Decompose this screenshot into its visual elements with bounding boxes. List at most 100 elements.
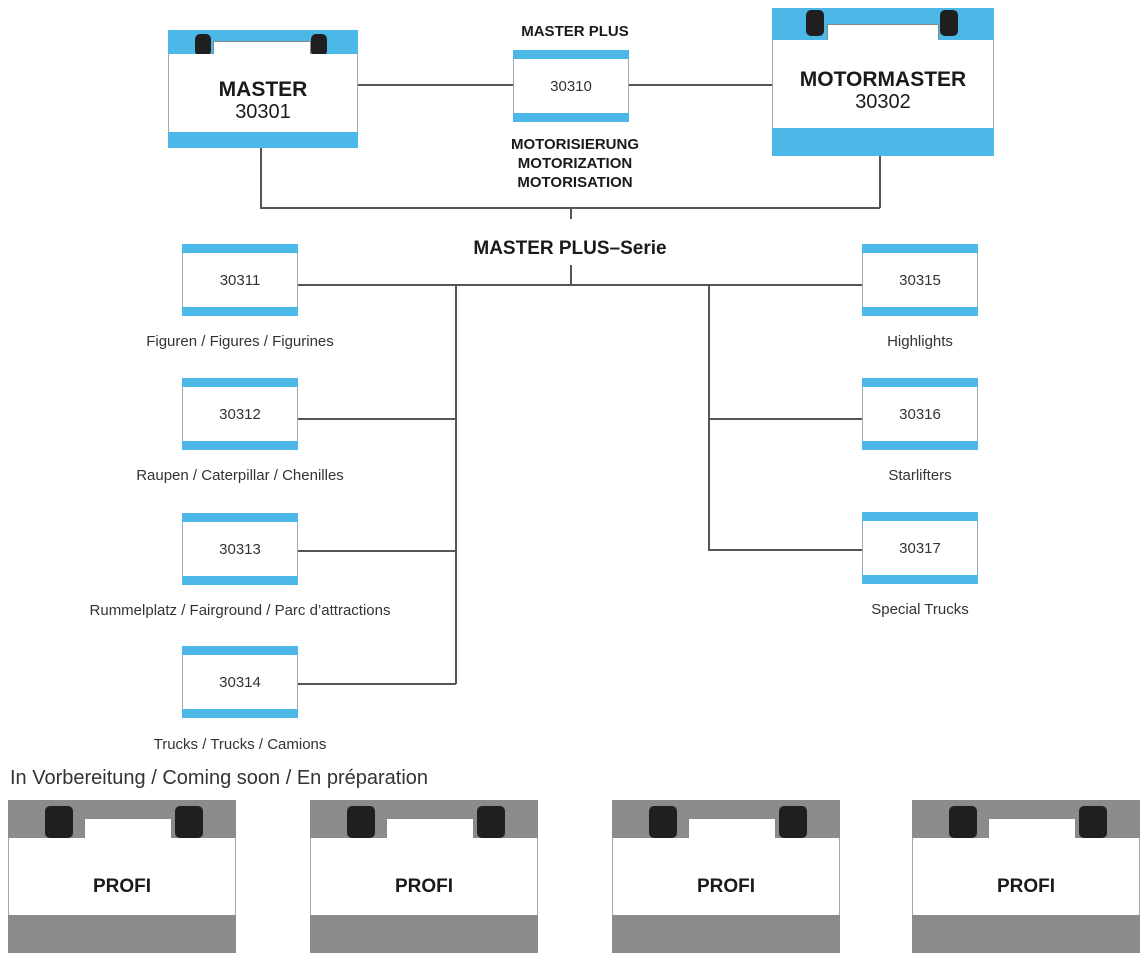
module-bottom-bar [862, 307, 978, 316]
profi-case-base [8, 915, 236, 953]
module-30314: 30314 [182, 646, 298, 718]
profi-label: PROFI [92, 876, 152, 897]
module-code: 30316 [862, 387, 978, 441]
master-plus-module: 30310 [513, 50, 629, 122]
motormaster-case-base [772, 128, 994, 156]
profi-case-body [912, 838, 1140, 915]
module-30316: 30316 [862, 378, 978, 450]
profi-case-base [912, 915, 1140, 953]
profi-case-2: PROFI [310, 800, 538, 953]
module-top-bar [513, 50, 629, 59]
profi-case-3: PROFI [612, 800, 840, 953]
profi-label: PROFI [394, 876, 454, 897]
module-bottom-bar [182, 576, 298, 585]
motorization-line-en: MOTORIZATION [517, 155, 633, 172]
connector-master-down [260, 148, 262, 208]
module-top-bar [182, 244, 298, 253]
latch-icon [347, 806, 375, 838]
motormaster-case: MOTORMASTER 30302 [772, 8, 994, 156]
module-bottom-bar [513, 113, 629, 122]
module-top-bar [862, 512, 978, 521]
module-bottom-bar [182, 709, 298, 718]
latch-icon [779, 806, 807, 838]
profi-label: PROFI [696, 876, 756, 897]
module-30311: 30311 [182, 244, 298, 316]
module-caption: Highlights [887, 333, 953, 350]
motorization-line-de: MOTORISIERUNG [510, 136, 640, 153]
master-code: 30301 [235, 101, 291, 123]
connector-plus-to-motormaster [628, 84, 774, 86]
module-code: 30314 [182, 655, 298, 709]
coming-soon-label: In Vorbereitung / Coming soon / En prépa… [10, 767, 429, 789]
connector-left-trunk [455, 284, 457, 684]
profi-case-body [612, 838, 840, 915]
connector-30314 [298, 683, 456, 685]
module-code: 30317 [862, 521, 978, 575]
master-title: MASTER [218, 78, 308, 101]
connector-30313 [298, 550, 456, 552]
motormaster-title: MOTORMASTER [799, 68, 967, 91]
connector-30316 [708, 418, 866, 420]
handle-icon [84, 818, 172, 840]
master-case-body [168, 54, 358, 132]
latch-icon [949, 806, 977, 838]
module-30312: 30312 [182, 378, 298, 450]
module-top-bar [862, 244, 978, 253]
module-30317: 30317 [862, 512, 978, 584]
profi-label: PROFI [996, 876, 1056, 897]
profi-case-body [8, 838, 236, 915]
module-caption: Figuren / Figures / Figurines [146, 333, 334, 350]
master-plus-title: MASTER PLUS [521, 23, 629, 40]
module-code: 30313 [182, 522, 298, 576]
latch-icon [311, 34, 327, 56]
module-caption: Starlifters [888, 467, 952, 484]
profi-case-4: PROFI [912, 800, 1140, 953]
master-plus-code: 30310 [513, 59, 629, 113]
master-case-base [168, 132, 358, 148]
latch-icon [45, 806, 73, 838]
module-30315: 30315 [862, 244, 978, 316]
connector-motormaster-down [879, 156, 881, 208]
module-30313: 30313 [182, 513, 298, 585]
handle-icon [688, 818, 776, 840]
module-code: 30312 [182, 387, 298, 441]
connector-30312 [298, 418, 456, 420]
module-code: 30315 [862, 253, 978, 307]
latch-icon [940, 10, 958, 36]
module-top-bar [182, 513, 298, 522]
motormaster-code: 30302 [855, 91, 911, 113]
module-bottom-bar [862, 441, 978, 450]
latch-icon [175, 806, 203, 838]
connector-30317 [708, 549, 866, 551]
latch-icon [806, 10, 824, 36]
profi-case-body [310, 838, 538, 915]
connector-series-stem [570, 265, 572, 285]
module-top-bar [862, 378, 978, 387]
module-code: 30311 [182, 253, 298, 307]
module-top-bar [182, 646, 298, 655]
handle-icon [988, 818, 1076, 840]
module-bottom-bar [182, 307, 298, 316]
connector-right-trunk [708, 284, 710, 549]
module-top-bar [182, 378, 298, 387]
motorization-line-fr: MOTORISATION [517, 174, 633, 191]
profi-case-base [310, 915, 538, 953]
handle-icon [386, 818, 474, 840]
module-caption: Special Trucks [871, 601, 969, 618]
connector-master-to-plus [357, 84, 515, 86]
module-bottom-bar [182, 441, 298, 450]
profi-case-base [612, 915, 840, 953]
profi-case-1: PROFI [8, 800, 236, 953]
latch-icon [649, 806, 677, 838]
module-bottom-bar [862, 575, 978, 584]
module-caption: Raupen / Caterpillar / Chenilles [136, 467, 344, 484]
connector-to-series-title [570, 207, 572, 219]
motormaster-case-body [772, 40, 994, 128]
latch-icon [477, 806, 505, 838]
latch-icon [1079, 806, 1107, 838]
connector-series-bus [298, 284, 865, 286]
series-title: MASTER PLUS–Serie [473, 238, 667, 259]
module-caption: Rummelplatz / Fairground / Parc d’attrac… [89, 602, 391, 619]
motorization-labels: MOTORISIERUNG MOTORIZATION MOTORISATION [440, 135, 710, 192]
master-case: MASTER 30301 [168, 30, 358, 148]
